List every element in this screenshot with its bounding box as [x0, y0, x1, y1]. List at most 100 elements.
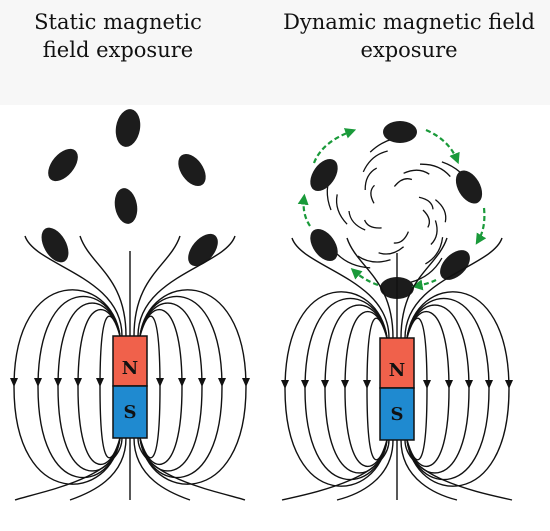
- field-line: [69, 437, 127, 501]
- field-line: [324, 304, 388, 474]
- field-line: [336, 439, 394, 501]
- field-line: [291, 237, 390, 339]
- field-line: [284, 291, 388, 487]
- rotation-arrow: [312, 128, 357, 164]
- static-field-lines: [10, 235, 250, 501]
- field-line: [400, 237, 448, 339]
- field-arrow: [74, 378, 82, 387]
- rotation-arrows: [297, 128, 487, 291]
- field-line: [24, 235, 123, 337]
- field-line: [404, 439, 513, 501]
- field-line: [406, 291, 510, 487]
- field-arrow: [321, 380, 329, 389]
- swirl-line: [393, 231, 410, 244]
- swirl-line: [348, 210, 366, 231]
- swirl-line: [403, 169, 430, 175]
- swirl-line: [430, 220, 438, 245]
- field-arrow: [198, 378, 206, 387]
- dynamic-field-lines: [281, 237, 513, 501]
- field-arrow: [301, 380, 309, 389]
- field-arrow: [423, 380, 431, 389]
- field-arrow: [445, 380, 453, 389]
- dynamic-particles: [310, 121, 483, 299]
- swirl-line: [418, 196, 434, 210]
- swirl-line: [335, 194, 348, 225]
- swirl-line: [357, 255, 391, 263]
- field-line: [133, 437, 191, 501]
- particle: [178, 153, 206, 187]
- swirl-field-lines: [326, 136, 472, 283]
- field-arrow: [178, 378, 186, 387]
- field-arrow: [34, 378, 42, 387]
- field-arrow: [505, 380, 513, 389]
- field-arrow: [242, 378, 250, 387]
- field-line: [304, 297, 388, 481]
- swirl-line: [393, 178, 413, 187]
- swirl-line: [378, 246, 405, 255]
- field-line: [57, 302, 121, 472]
- field-arrow: [218, 378, 226, 387]
- swirl-line: [425, 237, 444, 265]
- field-line: [281, 439, 390, 501]
- header-background: [0, 0, 550, 105]
- swirl-line: [422, 209, 431, 228]
- rotation-arrow: [350, 268, 379, 287]
- rotation-arrow: [411, 279, 437, 291]
- south-pole-label: S: [124, 402, 137, 423]
- field-line: [406, 297, 490, 481]
- swirl-line: [363, 219, 382, 229]
- field-arrow: [341, 380, 349, 389]
- field-line: [346, 237, 394, 339]
- field-line: [137, 437, 246, 501]
- north-pole-label: N: [389, 360, 405, 381]
- field-arrow: [54, 378, 62, 387]
- swirl-line: [362, 150, 388, 173]
- south-pole-label: S: [391, 404, 404, 425]
- static-particles: [41, 109, 218, 267]
- rotation-arrow: [425, 128, 460, 165]
- field-line: [13, 289, 121, 485]
- field-line: [139, 295, 223, 479]
- field-arrow: [363, 380, 371, 389]
- rotation-arrow: [297, 193, 311, 227]
- particle: [115, 109, 141, 147]
- swirl-line: [364, 167, 378, 191]
- field-line: [404, 237, 503, 339]
- field-line: [79, 235, 127, 337]
- particle: [310, 158, 338, 192]
- field-arrow: [281, 380, 289, 389]
- particle: [383, 121, 417, 143]
- field-arrow: [485, 380, 493, 389]
- static-magnet: N S: [112, 335, 148, 439]
- field-line: [400, 439, 458, 501]
- field-arrow: [465, 380, 473, 389]
- dynamic-exposure-title: Dynamic magnetic field exposure: [283, 10, 535, 62]
- particle: [310, 228, 338, 262]
- particle: [48, 148, 78, 182]
- swirl-line: [419, 163, 451, 178]
- swirl-line: [370, 184, 375, 204]
- north-pole-label: N: [122, 358, 138, 379]
- field-line: [406, 304, 470, 474]
- particle: [41, 227, 69, 263]
- field-arrow: [96, 378, 104, 387]
- field-line: [133, 235, 181, 337]
- south-pole: [112, 385, 148, 439]
- field-line: [139, 289, 247, 485]
- field-arrow: [156, 378, 164, 387]
- field-line: [14, 437, 123, 501]
- dynamic-magnet: N S: [379, 337, 415, 441]
- static-panel: N S: [10, 109, 250, 501]
- swirl-line: [434, 199, 447, 223]
- field-arrow: [10, 378, 18, 387]
- particle: [188, 233, 218, 267]
- particle: [114, 188, 138, 224]
- field-line: [37, 295, 121, 479]
- particle: [440, 250, 470, 280]
- field-line: [139, 302, 203, 472]
- dynamic-panel: N S: [281, 121, 513, 501]
- field-line: [137, 235, 236, 337]
- rotation-arrow: [475, 207, 487, 245]
- south-pole: [379, 387, 415, 441]
